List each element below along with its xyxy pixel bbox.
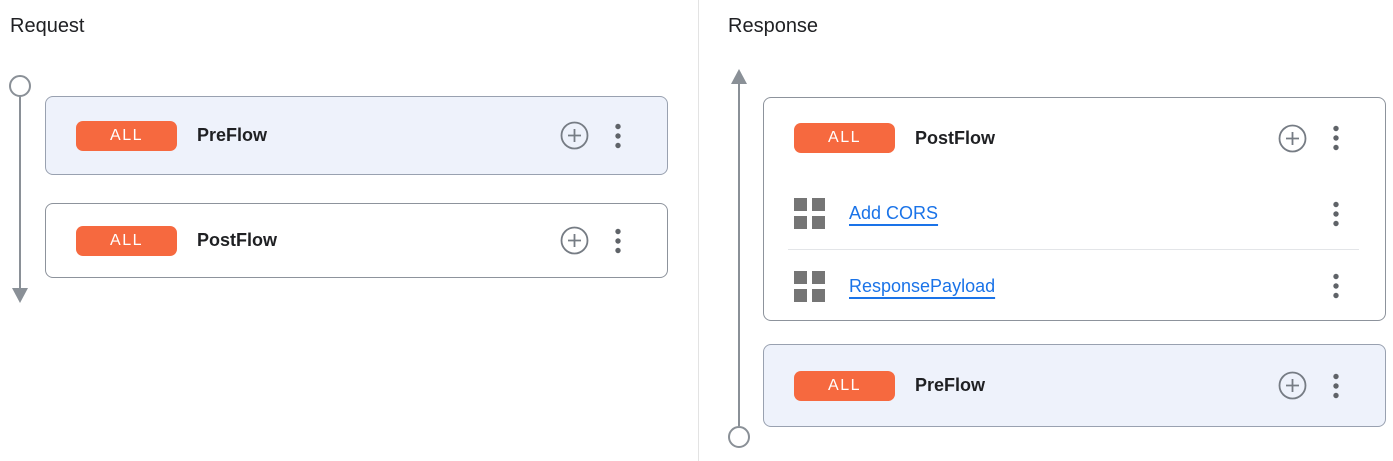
add-policy-icon[interactable] — [1278, 124, 1307, 153]
policy-grid-icon — [794, 198, 825, 229]
request-preflow-row: ALL PreFlow — [46, 97, 667, 174]
request-postflow-row: ALL PostFlow — [46, 204, 667, 277]
flow-label: PostFlow — [197, 230, 277, 250]
request-preflow-card[interactable]: ALL PreFlow — [45, 96, 668, 175]
request-timeline-line — [19, 96, 21, 289]
kebab-menu-icon[interactable] — [1333, 125, 1339, 151]
card-action-icons — [560, 226, 621, 255]
response-timeline-arrow-up-icon — [731, 69, 747, 84]
card-action-icons — [560, 121, 621, 150]
kebab-menu-icon[interactable] — [1333, 201, 1339, 227]
card-action-icons — [1278, 371, 1339, 400]
response-preflow-row: ALL PreFlow — [764, 345, 1385, 426]
flow-label: PreFlow — [915, 375, 986, 395]
condition-badge: ALL — [76, 225, 177, 256]
panel-divider — [698, 0, 699, 461]
response-postflow-card[interactable]: ALL PostFlow — [763, 97, 1386, 321]
kebab-menu-icon[interactable] — [1333, 273, 1339, 299]
request-postflow-card[interactable]: ALL PostFlow — [45, 203, 668, 278]
policy-row: ResponsePayload — [764, 250, 1385, 322]
flow-label: PostFlow — [915, 127, 995, 148]
policy-row-divider — [788, 249, 1359, 250]
response-panel-title: Response — [728, 15, 819, 37]
add-policy-icon[interactable] — [560, 121, 589, 150]
request-timeline-start-circle-icon — [9, 75, 31, 97]
card-action-icons — [1278, 124, 1339, 153]
policy-row: Add CORS — [764, 178, 1385, 249]
add-policy-icon[interactable] — [560, 226, 589, 255]
policy-link[interactable]: Add CORS — [849, 203, 939, 223]
flow-label: PreFlow — [197, 125, 268, 145]
policy-link[interactable]: ResponsePayload — [849, 275, 996, 296]
kebab-menu-icon[interactable] — [1333, 373, 1339, 399]
request-panel-title: Request — [10, 15, 85, 37]
response-timeline-start-circle-icon — [728, 426, 750, 448]
response-timeline-line — [738, 83, 740, 426]
request-timeline-arrow-down-icon — [12, 288, 28, 303]
policy-grid-icon — [794, 270, 825, 302]
response-preflow-card[interactable]: ALL PreFlow — [763, 344, 1386, 427]
add-policy-icon[interactable] — [1278, 371, 1307, 400]
response-postflow-header: ALL PostFlow — [764, 98, 1385, 178]
condition-badge: ALL — [794, 123, 895, 153]
condition-badge: ALL — [794, 370, 895, 401]
kebab-menu-icon[interactable] — [615, 228, 621, 254]
kebab-menu-icon[interactable] — [615, 123, 621, 149]
condition-badge: ALL — [76, 120, 177, 151]
